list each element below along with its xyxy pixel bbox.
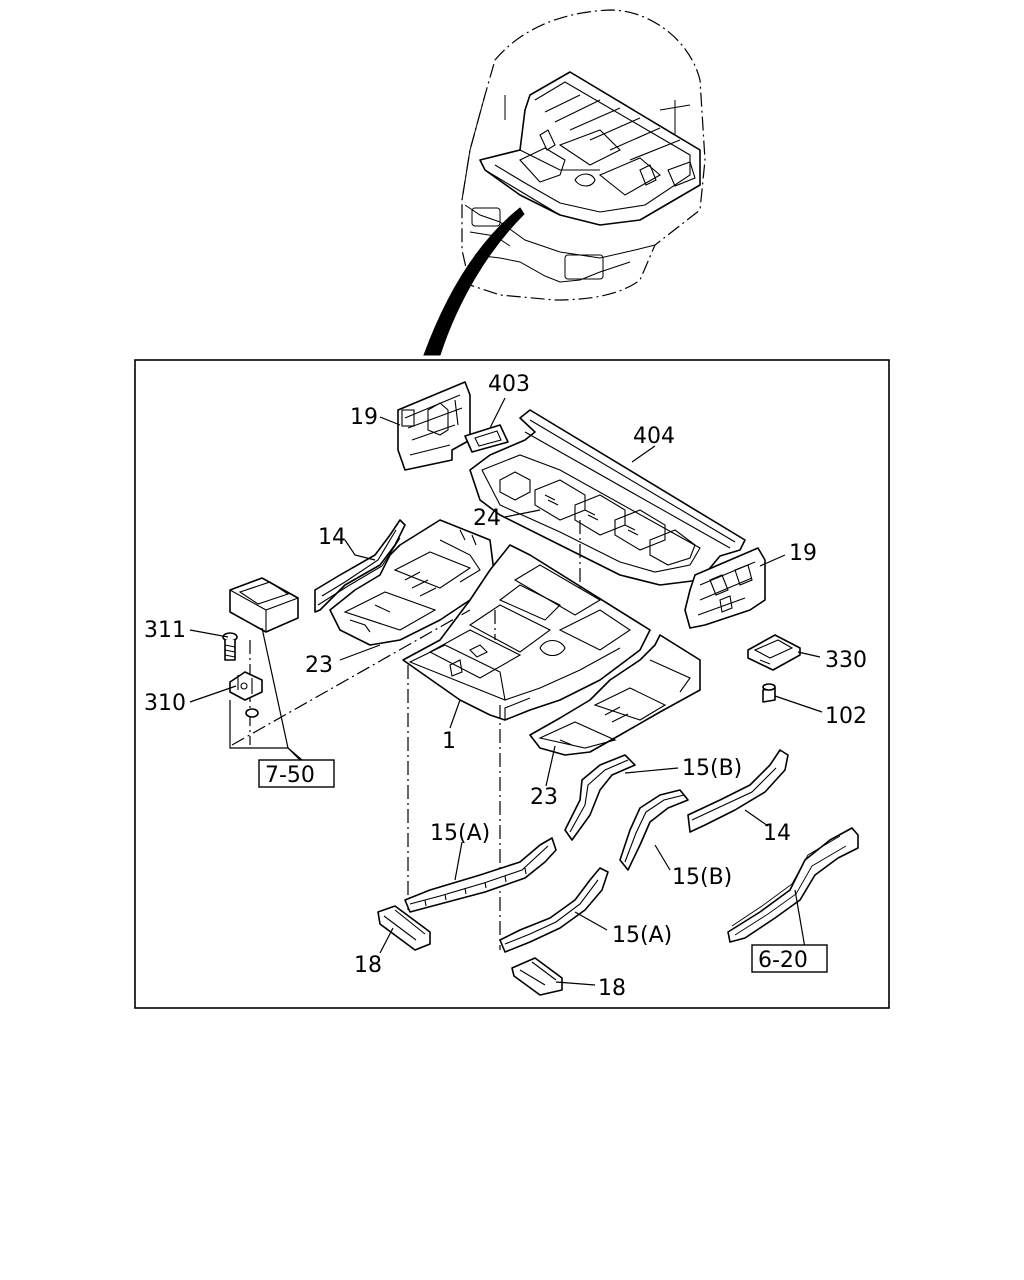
part-15a-lower-member <box>499 867 609 953</box>
part-23-left-floor <box>329 519 496 646</box>
callout-15a-bottom: 15(A) <box>612 923 672 948</box>
callout-14-left: 14 <box>318 525 346 550</box>
callout-15b-top: 15(B) <box>682 756 742 781</box>
part-403-plate <box>464 424 509 453</box>
leader-lines <box>189 397 823 986</box>
callout-18-bottom: 18 <box>598 976 626 1001</box>
part-15a-left-member <box>404 837 557 913</box>
reference-6-20-label: 6-20 <box>758 948 808 973</box>
part-18-bottom-bracket <box>511 957 563 996</box>
part-311-bolt <box>222 632 238 661</box>
detail-frame <box>134 359 890 1009</box>
callout-23-bottom: 23 <box>530 785 558 810</box>
part-14-right-member <box>687 749 789 833</box>
part-23-right-floor <box>529 634 701 756</box>
component-7-50-box <box>229 577 299 633</box>
callout-1: 1 <box>442 729 456 754</box>
callout-23-left: 23 <box>305 653 333 678</box>
cab-overview <box>423 9 706 356</box>
callout-102: 102 <box>825 704 867 729</box>
part-15b-upper <box>564 754 636 841</box>
part-330-bracket <box>747 634 801 671</box>
callout-403: 403 <box>488 372 530 397</box>
callout-404: 404 <box>633 424 675 449</box>
reference-6-20[interactable]: 6-20 <box>751 944 828 973</box>
part-18-left-bracket <box>377 905 431 951</box>
pointer-arrow <box>423 207 525 356</box>
callout-310: 310 <box>144 691 186 716</box>
callout-330: 330 <box>825 648 867 673</box>
callout-19-right: 19 <box>789 541 817 566</box>
reference-7-50-label: 7-50 <box>265 763 315 788</box>
reference-7-50[interactable]: 7-50 <box>258 759 335 788</box>
callout-14-right: 14 <box>763 821 791 846</box>
callout-15b-bottom: 15(B) <box>672 865 732 890</box>
part-404-rear-panel <box>469 409 746 586</box>
callout-labels: 403 19 404 24 19 14 311 23 330 102 310 1… <box>144 372 867 1001</box>
part-310-bracket <box>229 671 263 718</box>
part-1-main-floor <box>402 544 651 721</box>
callout-19-top: 19 <box>350 405 378 430</box>
component-6-20-member <box>727 827 859 943</box>
callout-24: 24 <box>473 506 501 531</box>
part-19-top-bracket <box>397 381 471 471</box>
part-102-bolt <box>762 683 776 703</box>
callout-18-left: 18 <box>354 953 382 978</box>
part-15b-lower <box>619 789 689 871</box>
part-19-right-bracket <box>684 547 766 629</box>
callout-15a-left: 15(A) <box>430 821 490 846</box>
callout-311: 311 <box>144 618 186 643</box>
